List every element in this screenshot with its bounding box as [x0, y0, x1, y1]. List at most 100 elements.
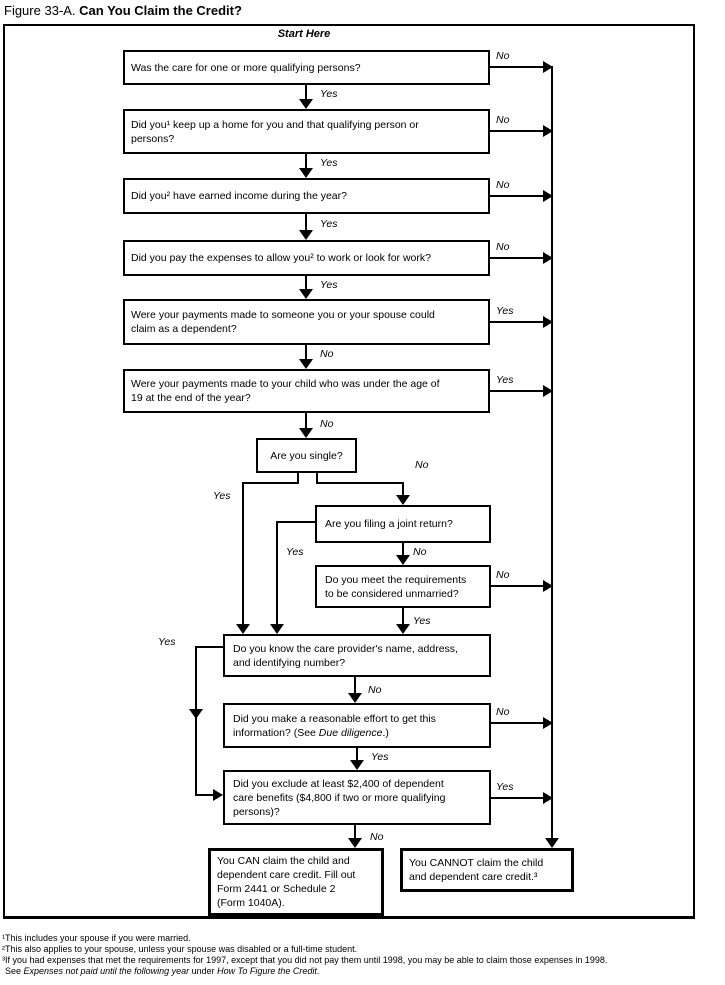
flow-line [354, 825, 356, 838]
effort-text: Did you make a reasonable effort to get … [233, 712, 485, 740]
box-result-can-claim: You CAN claim the child and dependent ca… [208, 848, 384, 916]
arrow-down-icon [299, 289, 313, 299]
box-earned-income: Did you² have earned income during the y… [123, 178, 490, 214]
box-qualifying-persons: Was the care for one or more qualifying … [123, 50, 490, 85]
flow-line [402, 542, 404, 555]
flow-line [402, 482, 404, 496]
flow-line [276, 521, 316, 523]
flowchart-border [3, 24, 695, 919]
branch-label-no: No [320, 348, 334, 360]
arrow-right-icon [543, 385, 553, 397]
arrow-right-icon [543, 190, 553, 202]
flow-line [402, 608, 404, 626]
flow-line [242, 482, 299, 484]
box-know-provider: Do you know the care provider's name, ad… [223, 634, 491, 677]
flow-line [490, 130, 544, 132]
figure-question: Can You Claim the Credit? [79, 3, 242, 18]
branch-label-yes: Yes [320, 218, 338, 230]
branch-label-no: No [496, 569, 510, 581]
arrow-down-icon [299, 359, 313, 369]
flow-line [490, 797, 544, 799]
flow-line [305, 345, 307, 361]
box-pay-expenses: Did you pay the expenses to allow you² t… [123, 240, 490, 276]
arrow-down-icon [299, 168, 313, 178]
arrow-down-icon [545, 838, 559, 848]
arrow-down-icon [299, 99, 313, 109]
box-exclude-benefits: Did you exclude at least $2,400 of depen… [223, 770, 491, 825]
arrow-down-icon [350, 760, 364, 770]
flow-line [305, 413, 307, 430]
arrow-down-icon [396, 555, 410, 565]
flow-line [490, 321, 544, 323]
flow-line [490, 722, 544, 724]
flow-line [195, 646, 223, 648]
flow-line [490, 585, 544, 587]
arrow-down-icon [348, 693, 362, 703]
branch-label-no: No [413, 546, 427, 558]
arrow-right-icon [543, 61, 553, 73]
arrow-right-icon [543, 717, 553, 729]
branch-label-no: No [496, 50, 510, 62]
effort-text-post: .) [382, 726, 389, 739]
box-are-you-single: Are you single? [256, 438, 357, 473]
footnote-under: under [189, 966, 218, 976]
box-result-cannot-claim: You CANNOT claim the child and dependent… [400, 848, 574, 892]
arrow-down-icon [189, 709, 203, 719]
box-payments-dependent: Were your payments made to someone you o… [123, 299, 490, 345]
arrow-down-icon [299, 428, 313, 438]
arrow-down-icon [396, 624, 410, 634]
branch-label-no: No [496, 114, 510, 126]
box-considered-unmarried: Do you meet the requirements to be consi… [315, 565, 491, 608]
arrow-right-icon [543, 125, 553, 137]
flow-line [305, 214, 307, 232]
flow-line [305, 85, 307, 101]
arrow-right-icon [213, 789, 223, 801]
branch-label-no: No [370, 831, 384, 843]
footnote-3: ³If you had expenses that met the requir… [2, 955, 608, 965]
branch-label-yes: Yes [213, 490, 231, 502]
branch-label-yes: Yes [320, 157, 338, 169]
footnote-2: ²This also applies to your spouse, unles… [2, 944, 358, 954]
box-keep-up-home: Did you¹ keep up a home for you and that… [123, 109, 490, 154]
branch-label-yes: Yes [371, 751, 389, 763]
flow-line [490, 195, 544, 197]
how-to-figure-reference: How To Figure the Credit [217, 966, 317, 976]
flow-line [490, 66, 544, 68]
branch-label-yes: Yes [158, 636, 176, 648]
branch-label-yes: Yes [496, 374, 514, 386]
arrow-right-icon [543, 580, 553, 592]
arrow-right-icon [543, 316, 553, 328]
branch-label-yes: Yes [320, 88, 338, 100]
branch-label-yes: Yes [320, 279, 338, 291]
figure-number: Figure 33-A. [4, 3, 80, 18]
due-diligence-reference: Due diligence [318, 726, 383, 739]
flow-line [305, 154, 307, 170]
footnote-3-continued: See Expenses not paid until the followin… [5, 966, 319, 977]
flow-line [356, 748, 358, 760]
arrow-down-icon [236, 624, 250, 634]
branch-label-no: No [496, 706, 510, 718]
box-reasonable-effort: Did you make a reasonable effort to get … [223, 703, 491, 748]
branch-label-yes: Yes [413, 615, 431, 627]
footnote-period: . [316, 966, 320, 976]
branch-label-no: No [496, 241, 510, 253]
flow-line [354, 677, 356, 694]
branch-label-yes: Yes [496, 305, 514, 317]
footnote-see: See [5, 966, 24, 976]
flow-line [195, 794, 213, 796]
arrow-down-icon [348, 838, 362, 848]
figure-title: Figure 33-A. Can You Claim the Credit? [4, 3, 242, 18]
flow-line [276, 521, 278, 626]
flow-line [242, 482, 244, 626]
box-payments-child-under-19: Were your payments made to your child wh… [123, 369, 490, 413]
branch-label-yes: Yes [496, 781, 514, 793]
box-joint-return: Are you filing a joint return? [315, 505, 491, 543]
flow-line-collector [551, 66, 553, 838]
arrow-right-icon [543, 792, 553, 804]
arrow-down-icon [396, 495, 410, 505]
flow-line [297, 472, 299, 483]
flow-line [316, 482, 404, 484]
branch-label-no: No [368, 684, 382, 696]
flow-line [195, 646, 197, 795]
